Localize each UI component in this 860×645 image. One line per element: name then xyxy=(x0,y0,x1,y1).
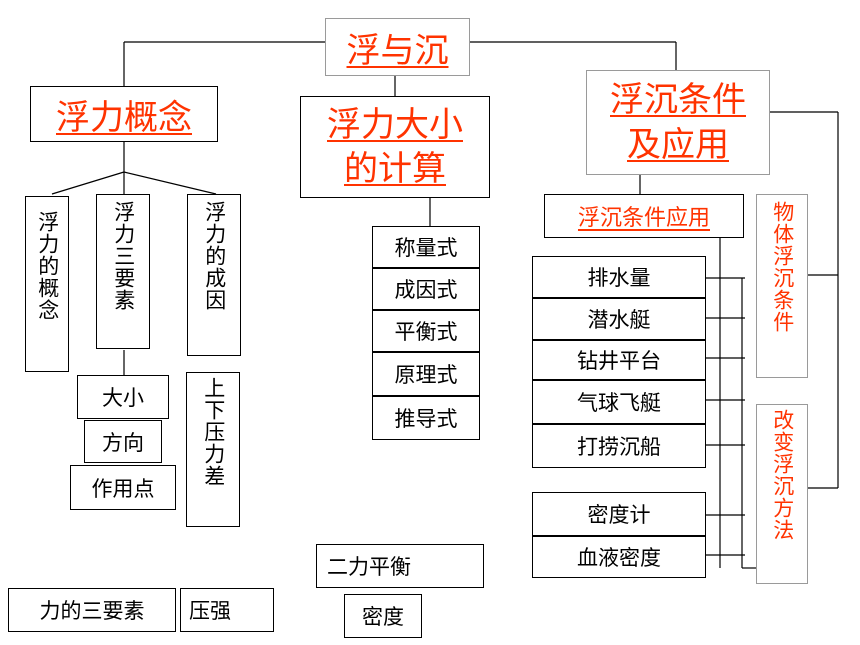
calc-node: 浮力大小的计算 xyxy=(300,96,490,198)
application-3: 气球飞艇 xyxy=(532,380,706,424)
calc-method-label: 称量式 xyxy=(394,236,458,260)
calc-method-3: 原理式 xyxy=(372,352,480,396)
application-0: 排水量 xyxy=(532,256,706,298)
calc-method-label: 推导式 xyxy=(394,407,458,431)
calc-title: 浮力大小的计算 xyxy=(327,104,463,189)
related-two-force-balance: 二力平衡 xyxy=(316,544,484,588)
root-title: 浮与沉 xyxy=(346,30,449,71)
element-point: 作用点 xyxy=(70,465,176,510)
application-blood-density: 血液密度 xyxy=(532,536,706,578)
element-label: 作用点 xyxy=(91,476,155,501)
element-label: 方向 xyxy=(102,430,144,455)
change-method-node: 改变浮沉方法 xyxy=(756,404,808,584)
element-direction: 方向 xyxy=(84,420,162,463)
calc-method-label: 原理式 xyxy=(394,363,458,387)
cause-detail-label: 上下压力差 xyxy=(201,377,226,487)
application-density-meter: 密度计 xyxy=(532,492,706,536)
concept-child-label: 浮力三要素 xyxy=(111,201,136,311)
calc-method-1: 成因式 xyxy=(372,268,480,310)
related-pressure: 压强 xyxy=(180,588,274,632)
cause-detail: 上下压力差 xyxy=(186,372,240,527)
object-condition-label: 物体浮沉条件 xyxy=(770,201,795,333)
application-title: 浮沉条件应用 xyxy=(577,206,710,231)
application-4: 打捞沉船 xyxy=(532,424,706,468)
calc-method-2: 平衡式 xyxy=(372,310,480,352)
root-node: 浮与沉 xyxy=(325,18,470,76)
application-label: 排水量 xyxy=(587,266,651,290)
conditions-node: 浮沉条件及应用 xyxy=(586,70,770,175)
object-condition-node: 物体浮沉条件 xyxy=(756,194,808,378)
related-label: 力的三要素 xyxy=(39,599,145,623)
application-label: 气球飞艇 xyxy=(577,391,661,415)
concept-node: 浮力概念 xyxy=(30,86,218,142)
related-label: 密度 xyxy=(362,605,404,629)
concept-child-label: 浮力的概念 xyxy=(35,211,60,321)
change-method-label: 改变浮沉方法 xyxy=(770,409,795,541)
concept-child-definition: 浮力的概念 xyxy=(25,196,69,372)
application-label: 打捞沉船 xyxy=(577,435,661,459)
application-label: 血液密度 xyxy=(577,546,661,570)
conditions-title: 浮沉条件及应用 xyxy=(610,80,746,165)
related-label: 二力平衡 xyxy=(327,555,411,579)
related-three-elements: 力的三要素 xyxy=(8,588,176,632)
concept-child-cause: 浮力的成因 xyxy=(187,194,241,356)
calc-method-0: 称量式 xyxy=(372,226,480,268)
element-size: 大小 xyxy=(77,375,169,419)
calc-method-4: 推导式 xyxy=(372,396,480,440)
application-node: 浮沉条件应用 xyxy=(544,194,744,238)
application-label: 钻井平台 xyxy=(577,349,661,373)
application-label: 潜水艇 xyxy=(587,308,651,332)
calc-method-label: 平衡式 xyxy=(394,320,458,344)
concept-child-elements: 浮力三要素 xyxy=(96,194,150,349)
application-1: 潜水艇 xyxy=(532,298,706,340)
element-label: 大小 xyxy=(102,386,144,410)
concept-title: 浮力概念 xyxy=(56,97,192,138)
calc-method-label: 成因式 xyxy=(394,278,458,302)
application-label: 密度计 xyxy=(587,503,651,527)
related-label: 压强 xyxy=(189,599,231,623)
related-density: 密度 xyxy=(344,594,422,638)
concept-child-label: 浮力的成因 xyxy=(202,201,227,311)
application-2: 钻井平台 xyxy=(532,340,706,380)
